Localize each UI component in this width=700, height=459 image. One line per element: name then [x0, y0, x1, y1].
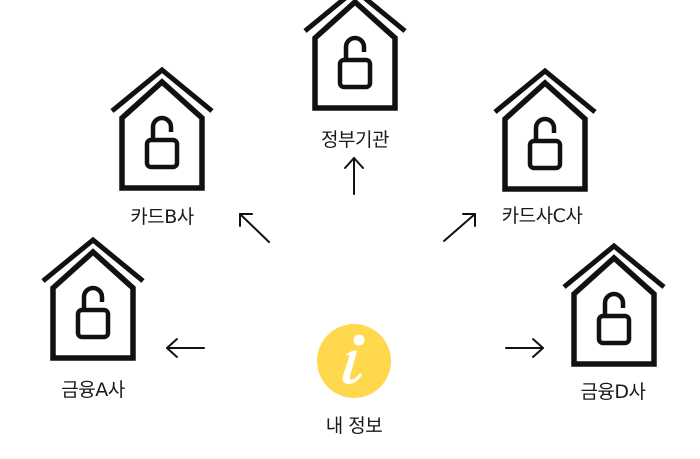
- institution-label: 금융A사: [61, 379, 125, 401]
- house-lock-icon: [305, 0, 405, 108]
- house-lock-icon: [564, 246, 664, 364]
- institution-label: 카드B사: [130, 206, 194, 228]
- info-icon: [317, 324, 391, 398]
- institution-label: 정부기관: [321, 129, 389, 151]
- arrow-left: [166, 338, 205, 358]
- arrow-right: [505, 338, 544, 358]
- center-label: 내 정보: [325, 415, 383, 437]
- house-lock-icon: [495, 71, 595, 189]
- house-lock-icon: [43, 240, 143, 358]
- house-lock-icon: [112, 70, 212, 188]
- arrow-up-left: [239, 213, 270, 243]
- arrow-up: [344, 157, 364, 195]
- institution-label: 금융D사: [580, 381, 646, 403]
- arrow-up-right: [443, 213, 476, 242]
- institution-label: 카드사C사: [501, 205, 583, 227]
